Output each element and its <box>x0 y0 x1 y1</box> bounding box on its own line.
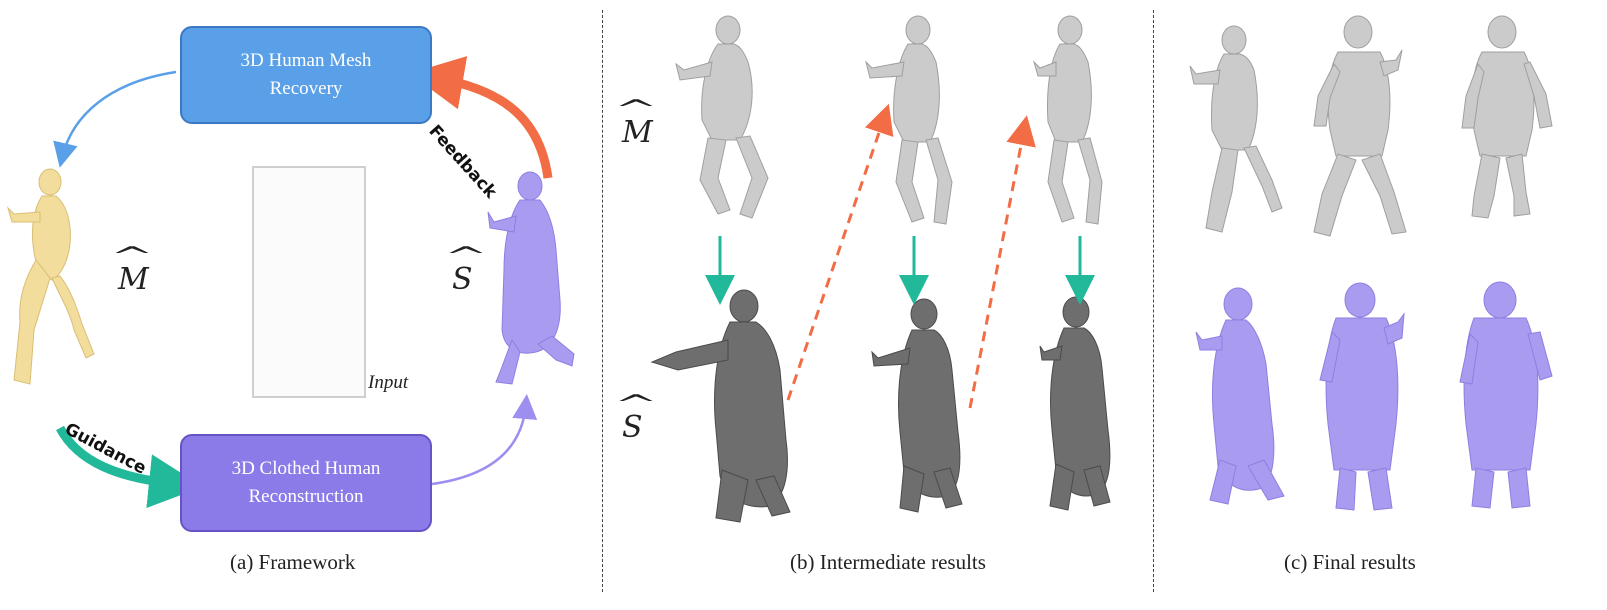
final-clothed-front <box>1319 282 1405 511</box>
recovery-to-mesh-arrow <box>53 70 177 168</box>
scan-iter-1 <box>650 289 791 523</box>
caption-intermediate: (b) Intermediate results <box>790 550 986 574</box>
final-clothed <box>1195 281 1553 511</box>
guidance-arrow <box>56 425 203 509</box>
final-mesh-side <box>1189 25 1283 233</box>
clothed-reconstruction-box: 3D Clothed Human Reconstruction <box>180 434 432 532</box>
mesh-iter-3 <box>1032 15 1103 225</box>
final-clothed-back <box>1459 281 1553 509</box>
intermediate-scans <box>650 289 1111 523</box>
clothed-reconstruction-label-line1: 3D Clothed Human <box>231 458 381 479</box>
final-meshes <box>1189 15 1553 237</box>
section-divider <box>602 10 603 592</box>
feedback-arrow-iter-1 <box>786 103 894 401</box>
mesh-iter-2 <box>865 15 953 225</box>
input-label: Input <box>368 372 409 393</box>
mesh-iter-1 <box>675 15 769 219</box>
final-mesh-back <box>1461 15 1553 219</box>
mesh-symbol: M <box>118 262 149 297</box>
intermediate-surface-symbol: S <box>622 410 643 445</box>
feedback-arrow-iter-2 <box>968 115 1036 409</box>
caption-framework: (a) Framework <box>230 550 356 574</box>
scan-iter-2 <box>871 298 963 513</box>
input-image-frame <box>252 166 366 398</box>
caption-final: (c) Final results <box>1284 550 1416 574</box>
section-divider <box>1153 10 1154 592</box>
intermediate-meshes <box>675 15 1103 225</box>
clothed-reconstruction-label-line2: Reconstruction <box>248 486 364 507</box>
clothed-human-figure <box>487 171 575 385</box>
final-mesh-front <box>1313 15 1407 237</box>
intermediate-mesh-symbol: M <box>622 115 653 150</box>
final-clothed-side <box>1195 287 1285 505</box>
smpl-mesh-figure <box>6 168 95 385</box>
scan-iter-3 <box>1039 296 1111 511</box>
reconstruction-to-clothed-arrow <box>431 394 538 486</box>
mesh-recovery-label-line1: 3D Human Mesh <box>240 50 372 71</box>
surface-symbol: S <box>452 262 473 297</box>
mesh-recovery-label-line2: Recovery <box>269 78 343 99</box>
mesh-recovery-box: 3D Human Mesh Recovery <box>180 26 432 124</box>
feedback-arrow <box>409 56 553 179</box>
